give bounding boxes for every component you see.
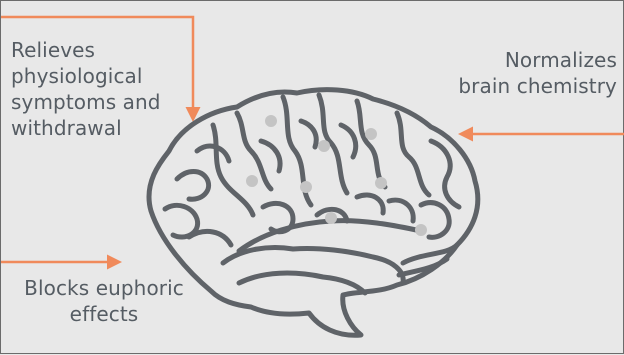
brain-dot [365, 128, 377, 140]
brain-dot [375, 177, 387, 189]
brain-dot [246, 175, 258, 187]
brain-dot [318, 140, 330, 152]
label-line: Relieves [11, 37, 161, 63]
label-relieves: Relieves physiological symptoms and with… [11, 37, 161, 141]
brain-dot [300, 181, 312, 193]
label-line: Normalizes [458, 47, 617, 73]
brain-dot [325, 212, 337, 224]
brain-icon [149, 90, 478, 336]
brain-dot [415, 224, 427, 236]
brain-dot [265, 115, 277, 127]
label-line: withdrawal [11, 115, 161, 141]
label-line: Blocks euphoric [13, 275, 195, 301]
label-line: symptoms and [11, 89, 161, 115]
label-line: effects [13, 301, 195, 327]
label-line: brain chemistry [458, 73, 617, 99]
label-blocks: Blocks euphoric effects [13, 275, 195, 327]
label-normalizes: Normalizes brain chemistry [458, 47, 617, 99]
label-line: physiological [11, 63, 161, 89]
